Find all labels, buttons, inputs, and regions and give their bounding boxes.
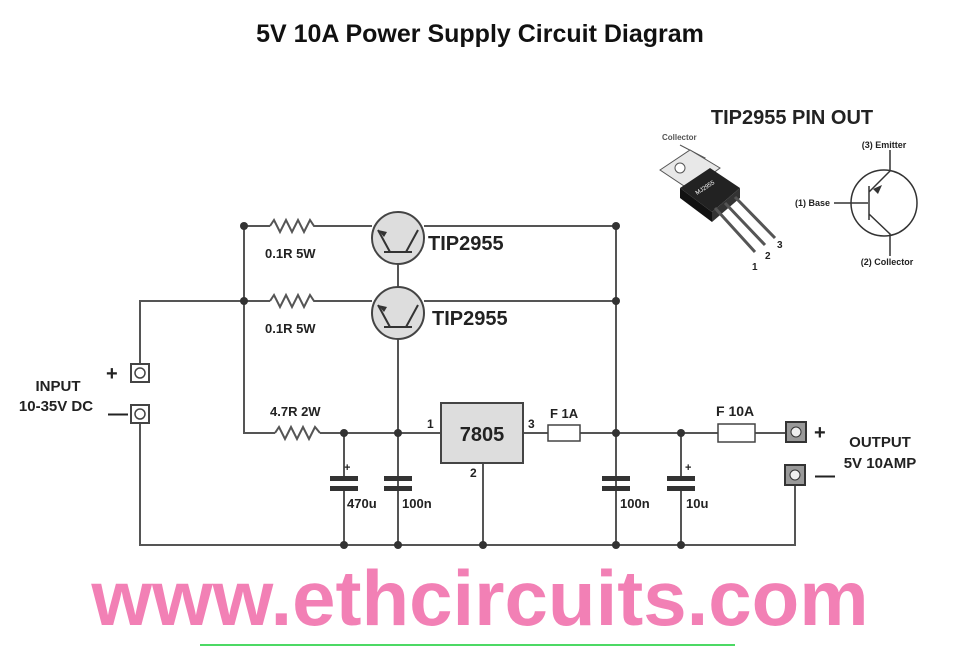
input-terminal-negative — [130, 404, 150, 424]
regulator-pin-label: 1 — [427, 417, 434, 431]
junction-dots — [240, 222, 685, 549]
capacitor-label: 100n — [620, 496, 650, 511]
input-label: INPUT — [36, 378, 81, 395]
polarity-mark: + — [344, 462, 350, 474]
fuse-label: F 1A — [550, 406, 579, 421]
emitter-label: (3) Emitter — [862, 140, 907, 150]
regulator-7805 — [440, 402, 524, 464]
output-plus-sign: + — [814, 422, 826, 444]
capacitor-label: 10u — [686, 496, 708, 511]
output-label: OUTPUT — [849, 434, 911, 451]
capacitor-symbols — [330, 476, 695, 491]
input-terminal-positive — [130, 363, 150, 383]
regulator-pin-label: 2 — [470, 466, 477, 480]
pin-number: 3 — [777, 240, 783, 251]
pnp-transistor-symbol — [834, 150, 918, 256]
input-plus-sign: + — [106, 363, 118, 385]
fuse-1a — [547, 424, 581, 442]
capacitor-label: 470u — [347, 496, 377, 511]
output-terminal-negative — [784, 464, 806, 486]
transistor-symbol — [371, 211, 425, 265]
page-title: 5V 10A Power Supply Circuit Diagram — [256, 20, 704, 48]
transistor-symbol — [371, 286, 425, 340]
resistor-symbols — [269, 217, 321, 442]
collector-label: (2) Collector — [861, 257, 914, 267]
output-terminal-positive — [785, 421, 807, 443]
transistor-label: TIP2955 — [432, 308, 508, 330]
input-minus-sign: — — [108, 403, 128, 425]
package-tab-label: Collector — [662, 133, 697, 142]
base-label: (1) Base — [795, 198, 830, 208]
pin-number: 1 — [752, 262, 758, 273]
input-spec: 10-35V DC — [19, 398, 93, 415]
to220-package-icon: MJ2955 — [659, 144, 777, 254]
polarity-mark: + — [685, 462, 691, 474]
divider-line — [200, 644, 735, 646]
resistor-label: 4.7R 2W — [270, 404, 321, 419]
regulator-label: 7805 — [460, 424, 505, 446]
output-spec: 5V 10AMP — [844, 455, 917, 472]
resistor-label: 0.1R 5W — [265, 321, 316, 336]
output-minus-sign: — — [815, 465, 835, 487]
pin-number: 2 — [765, 251, 771, 262]
fuse-10a — [717, 423, 756, 443]
regulator-pin-label: 3 — [528, 417, 535, 431]
pinout-title: TIP2955 PIN OUT — [711, 107, 873, 129]
capacitor-label: 100n — [402, 496, 432, 511]
transistor-label: TIP2955 — [428, 233, 504, 255]
fuse-label: F 10A — [716, 403, 754, 419]
watermark: www.ethcircuits.com — [90, 554, 868, 642]
resistor-label: 0.1R 5W — [265, 246, 316, 261]
